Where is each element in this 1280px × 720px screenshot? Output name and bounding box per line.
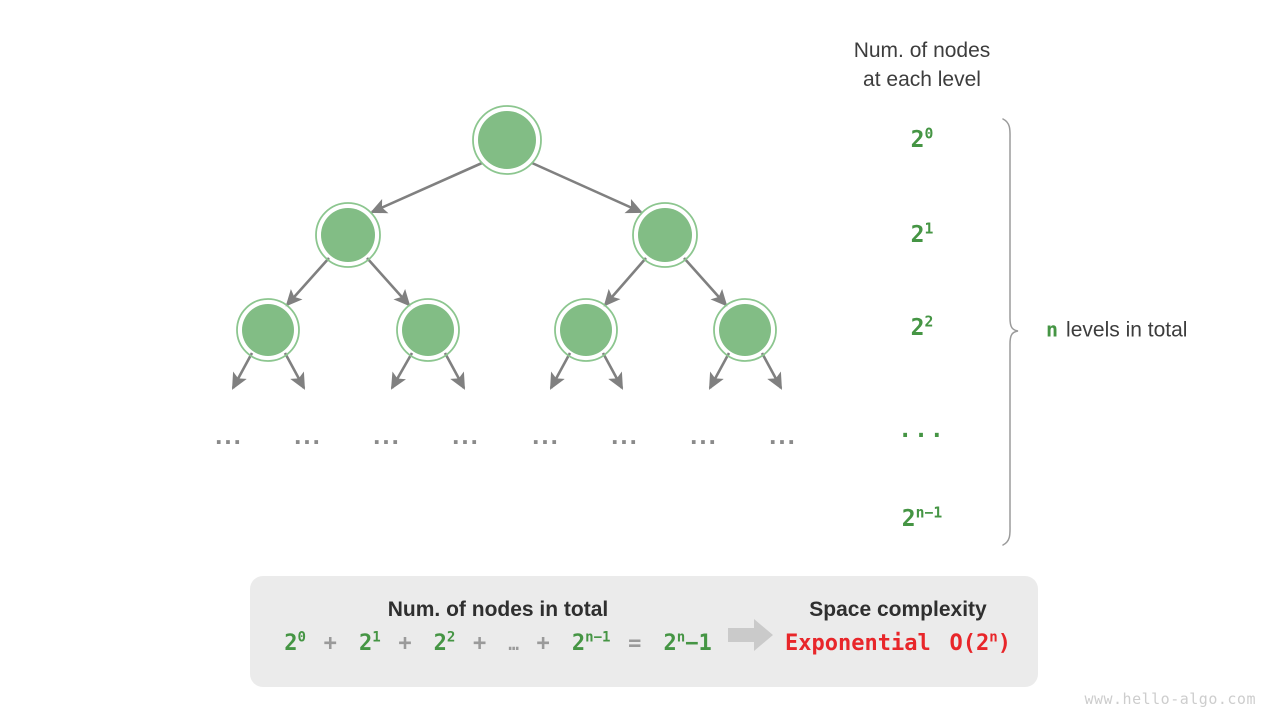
tree-ellipsis: ... xyxy=(215,420,243,450)
levels-column-title: Num. of nodes at each level xyxy=(854,36,991,94)
complexity-label: Exponential xyxy=(785,631,931,656)
levels-total-text: levels in total xyxy=(1066,318,1188,342)
tree-ellipsis: ... xyxy=(769,420,797,450)
tree-ellipsis: ... xyxy=(611,420,639,450)
site-watermark: www.hello-algo.com xyxy=(1084,690,1256,708)
level-count-label-ellipsis: ... xyxy=(898,417,946,443)
tree-ellipsis: ... xyxy=(532,420,560,450)
tree-ellipsis: ... xyxy=(690,420,718,450)
level-count-label-1: 21 xyxy=(910,220,934,248)
tree-ellipsis: ... xyxy=(452,420,480,450)
tree-edges-level-2-to-ellipsis xyxy=(231,352,783,390)
tree-edges-level-0-to-1 xyxy=(370,161,643,214)
tree-edges-level-1-to-2 xyxy=(285,257,728,307)
level-count-label-last: 2n−1 xyxy=(901,504,943,532)
level-count-label-2: 22 xyxy=(910,313,934,341)
tree-ellipsis: ... xyxy=(373,420,401,450)
total-nodes-formula: 20 + 21 + 22 + … + 2n−1 = 2n−1 xyxy=(284,629,712,656)
space-complexity-heading: Space complexity xyxy=(809,598,987,621)
total-nodes-heading: Num. of nodes in total xyxy=(387,598,609,621)
tree-node-level2 xyxy=(236,298,777,362)
right-arrow-icon xyxy=(728,619,773,651)
tree-node-level1 xyxy=(315,202,698,268)
total-levels-annotation: n levels in total xyxy=(1046,318,1187,343)
tree-ellipsis: ... xyxy=(294,420,322,450)
summary-panel: Num. of nodes in total 20 + 21 + 22 + … … xyxy=(250,576,1038,687)
column-title-line1: Num. of nodes xyxy=(853,39,991,62)
space-complexity-value: Exponential O(2n) xyxy=(785,629,1011,656)
levels-brace-icon xyxy=(1002,118,1019,546)
level-count-label-0: 20 xyxy=(910,125,934,153)
column-title-line2: at each level xyxy=(863,68,981,91)
tree-ellipsis-row: ... ... ... ... ... ... ... ... xyxy=(215,420,797,450)
tree-node-root xyxy=(472,105,542,175)
levels-variable: n xyxy=(1046,317,1059,342)
